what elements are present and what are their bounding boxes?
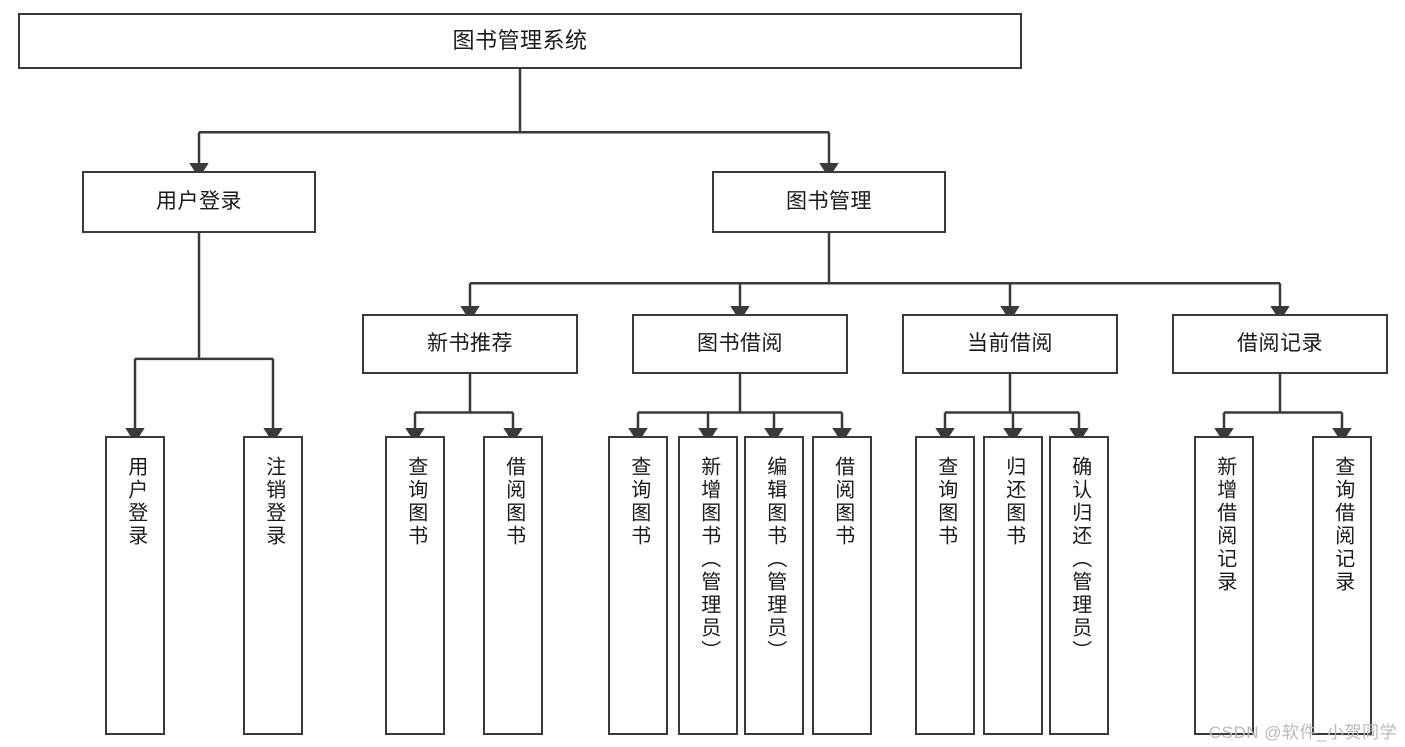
- node-label: 查询借阅记录: [1331, 456, 1354, 594]
- node-label: 新书推荐: [427, 331, 513, 355]
- leaf-user-login[interactable]: 用户登录: [105, 436, 165, 735]
- leaf-query-borrow-record[interactable]: 查询借阅记录: [1312, 436, 1372, 735]
- leaf-user-logout[interactable]: 注销登录: [243, 436, 303, 735]
- node-label: 新增图书（管理员）: [697, 456, 720, 663]
- node-label: 确认归还（管理员）: [1068, 456, 1091, 663]
- node-root[interactable]: 图书管理系统: [18, 13, 1022, 69]
- node-label: 注销登录: [262, 456, 285, 548]
- node-label: 查询图书: [404, 456, 427, 548]
- node-label: 当前借阅: [967, 331, 1053, 355]
- leaf-borrow-book[interactable]: 借阅图书: [812, 436, 872, 735]
- node-label: 借阅记录: [1237, 331, 1323, 355]
- leaf-query-book-recommend[interactable]: 查询图书: [385, 436, 445, 735]
- leaf-edit-book[interactable]: 编辑图书（管理员）: [744, 436, 804, 735]
- node-label: 编辑图书（管理员）: [763, 456, 786, 663]
- leaf-query-book-borrow[interactable]: 查询图书: [608, 436, 668, 735]
- node-current-borrow[interactable]: 当前借阅: [902, 314, 1118, 374]
- node-book-manage[interactable]: 图书管理: [712, 171, 946, 233]
- leaf-confirm-return[interactable]: 确认归还（管理员）: [1049, 436, 1109, 735]
- node-label: 归还图书: [1002, 456, 1025, 548]
- node-label: 查询图书: [934, 456, 957, 548]
- node-book-borrow[interactable]: 图书借阅: [632, 314, 848, 374]
- leaf-add-book[interactable]: 新增图书（管理员）: [678, 436, 738, 735]
- node-label: 用户登录: [156, 189, 242, 213]
- node-label: 借阅图书: [502, 456, 525, 548]
- node-label: 借阅图书: [831, 456, 854, 548]
- node-label: 图书管理: [786, 189, 872, 213]
- node-label: 图书管理系统: [452, 28, 588, 54]
- node-label: 用户登录: [124, 456, 147, 548]
- node-label: 图书借阅: [697, 331, 783, 355]
- leaf-query-book-current[interactable]: 查询图书: [915, 436, 975, 735]
- watermark: CSDN @软件_小贺同学: [1208, 723, 1397, 742]
- leaf-borrow-book-recommend[interactable]: 借阅图书: [483, 436, 543, 735]
- leaf-add-borrow-record[interactable]: 新增借阅记录: [1194, 436, 1254, 735]
- node-user-login[interactable]: 用户登录: [82, 171, 316, 233]
- node-borrow-record[interactable]: 借阅记录: [1172, 314, 1388, 374]
- node-new-book-recommend[interactable]: 新书推荐: [362, 314, 578, 374]
- leaf-return-book[interactable]: 归还图书: [983, 436, 1043, 735]
- node-label: 查询图书: [627, 456, 650, 548]
- node-label: 新增借阅记录: [1213, 456, 1236, 594]
